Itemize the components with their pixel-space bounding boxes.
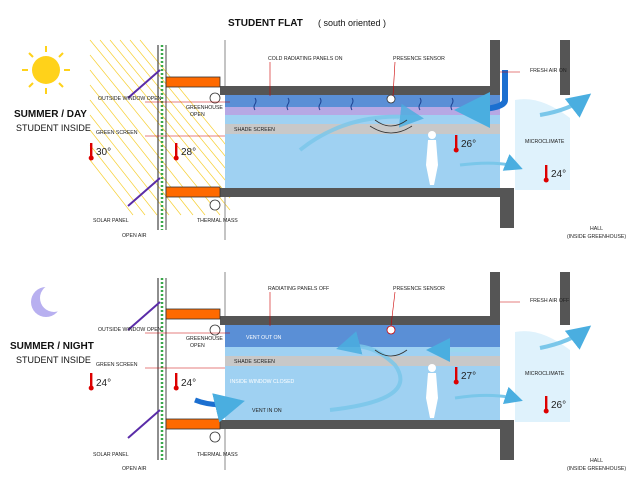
night-student-figure — [426, 364, 438, 418]
night-microclimate-zone — [515, 331, 570, 422]
night-label-solar-panel: SOLAR PANEL — [93, 452, 129, 458]
moon-icon — [31, 284, 68, 317]
night-thermal-panel-bottom — [165, 418, 221, 430]
night-solar-panel — [127, 301, 161, 439]
night-label-vent-in: VENT IN ON — [252, 408, 282, 414]
day-label-greenhouse-1: GREENHOUSE — [186, 105, 223, 111]
night-label-greenhouse-2: OPEN — [190, 343, 205, 349]
solar-panel — [127, 69, 161, 207]
diagram-subtitle: ( south oriented ) — [318, 18, 386, 28]
day-temp-outside: 30° — [96, 147, 111, 158]
sun-icon — [22, 46, 70, 94]
day-mode-title: SUMMER / DAY — [14, 109, 87, 120]
day-temp-microclimate: 24° — [551, 169, 566, 180]
day-section: SUMMER / DAY STUDENT INSIDE — [14, 39, 626, 240]
thermometer-icon — [88, 135, 549, 183]
day-shade-screen — [225, 124, 500, 134]
night-temp-outside: 24° — [96, 378, 111, 389]
day-label-shade-screen: SHADE SCREEN — [234, 127, 275, 133]
night-label-green-screen: GREEN SCREEN — [96, 362, 138, 368]
day-label-microclimate: MICROCLIMATE — [525, 139, 565, 145]
night-label-inside-window: INSIDE WINDOW CLOSED — [230, 379, 295, 385]
night-label-greenhouse-1: GREENHOUSE — [186, 336, 223, 342]
day-label-greenhouse-2: OPEN — [190, 112, 205, 118]
night-label-panels: RADIATING PANELS OFF — [268, 286, 329, 292]
day-temp-greenhouse: 28° — [181, 147, 196, 158]
day-thermal-panel-top — [165, 76, 221, 88]
night-mode-title: SUMMER / NIGHT — [10, 341, 94, 352]
night-temp-microclimate: 26° — [551, 400, 566, 411]
night-label-hall-1: HALL — [590, 458, 603, 464]
night-label-open-air: OPEN AIR — [122, 466, 147, 472]
night-section: SUMMER / NIGHT STUDENT INSIDE — [10, 272, 626, 472]
day-label-sensor: PRESENCE SENSOR — [393, 56, 445, 62]
day-student-figure — [426, 131, 438, 185]
night-temp-greenhouse: 24° — [181, 378, 196, 389]
day-label-outside-window: OUTSIDE WINDOW OPEN — [98, 96, 162, 102]
day-ceiling-panels — [225, 95, 500, 107]
day-label-hall-1: HALL — [590, 226, 603, 232]
night-shade-screen — [225, 356, 500, 366]
day-label-panels: COLD RADIATING PANELS ON — [268, 56, 343, 62]
day-label-fresh-air: FRESH AIR ON — [530, 68, 567, 74]
day-label-solar-panel: SOLAR PANEL — [93, 218, 129, 224]
day-presence-sensor — [369, 94, 413, 134]
night-mode-subtitle: STUDENT INSIDE — [16, 355, 91, 365]
day-label-open-air: OPEN AIR — [122, 233, 147, 239]
night-thermal-panel-top — [165, 308, 221, 320]
day-label-thermal-mass: THERMAL MASS — [197, 218, 238, 224]
night-thermometer-icon — [88, 367, 549, 414]
night-vent-in-arrow — [194, 393, 245, 423]
night-label-vent-out: VENT OUT ON — [246, 335, 282, 341]
day-fresh-air-arrow — [454, 70, 508, 128]
night-label-thermal-mass: THERMAL MASS — [197, 452, 238, 458]
day-temp-room: 26° — [461, 139, 476, 150]
night-label-hall-2: (INSIDE GREENHOUSE) — [567, 466, 626, 472]
day-label-hall-2: (INSIDE GREENHOUSE) — [567, 234, 626, 240]
day-mode-subtitle: STUDENT INSIDE — [16, 123, 91, 133]
day-label-green-screen: GREEN SCREEN — [96, 130, 138, 136]
night-label-microclimate: MICROCLIMATE — [525, 371, 565, 377]
night-label-outside-window: OUTSIDE WINDOW OPEN — [98, 327, 162, 333]
night-label-sensor: PRESENCE SENSOR — [393, 286, 445, 292]
day-microclimate-zone — [515, 99, 570, 190]
night-label-shade-screen: SHADE SCREEN — [234, 359, 275, 365]
night-label-fresh-air: FRESH AIR OFF — [530, 298, 569, 304]
diagram-title: STUDENT FLAT — [228, 18, 303, 29]
night-temp-room: 27° — [461, 371, 476, 382]
day-thermal-panel-bottom — [165, 186, 221, 198]
